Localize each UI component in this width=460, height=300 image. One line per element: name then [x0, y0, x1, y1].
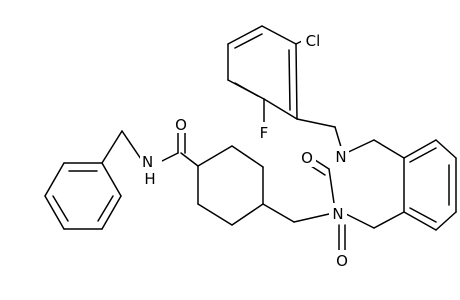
chlorine-label: Cl: [306, 32, 321, 50]
amide-nitrogen-label: N H: [142, 153, 158, 188]
amide-oxygen-label: O: [175, 116, 187, 134]
bonds: [44, 25, 457, 251]
c4-carbonyl-oxygen-label: O: [336, 252, 348, 270]
fluorine-label: F: [260, 124, 269, 142]
atom-labels: O N H Cl F O N N O: [140, 30, 351, 270]
amide-nh-text: N: [142, 153, 153, 171]
n3-nitrogen-label: N: [332, 205, 343, 223]
c2-carbonyl-oxygen-label: O: [301, 149, 313, 167]
amide-nh-text-line: H: [144, 170, 155, 188]
n1-nitrogen-label: N: [335, 148, 346, 166]
